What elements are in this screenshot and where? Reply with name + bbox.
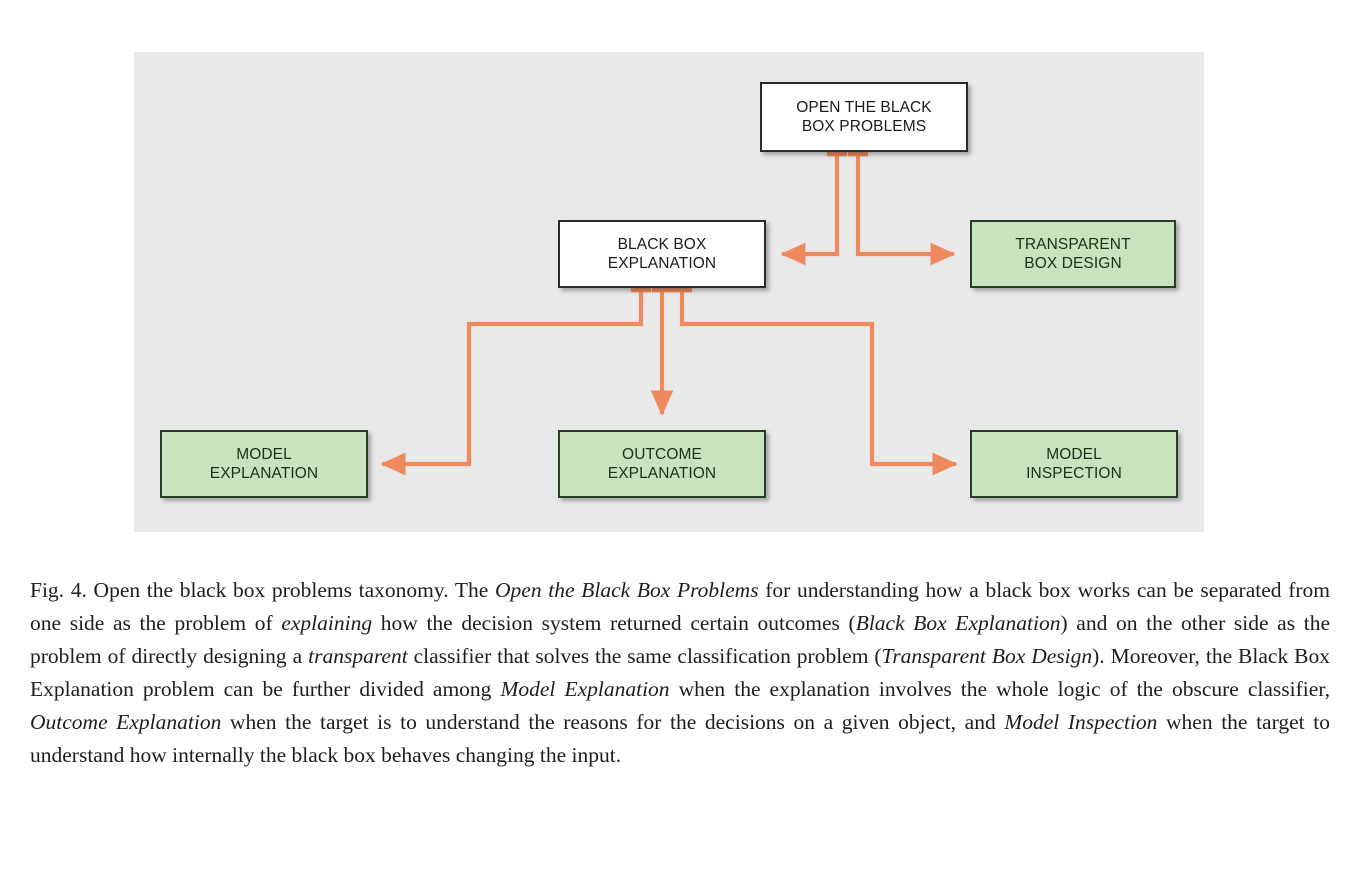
caption-em-7: Outcome Explanation bbox=[30, 709, 222, 734]
caption-text-4: ) and on the other side as the problem o… bbox=[30, 610, 1331, 668]
node-transparent-box-design: TRANSPARENT BOX DESIGN bbox=[970, 220, 1176, 288]
caption-text-3: how the decision system returned certain… bbox=[372, 610, 856, 635]
node-label-line2: INSPECTION bbox=[1026, 465, 1122, 482]
caption-text-2: for understanding how a black box works … bbox=[30, 577, 1330, 635]
figure-panel: OPEN THE BLACK BOX PROBLEMS BLACK BOX EX… bbox=[134, 52, 1204, 532]
caption-em-3: Black Box Explanation bbox=[855, 610, 1061, 635]
node-label-line1: OPEN THE BLACK bbox=[796, 99, 932, 116]
node-black-box-explanation: BLACK BOX EXPLANATION bbox=[558, 220, 766, 288]
node-label-line2: BOX PROBLEMS bbox=[801, 118, 927, 135]
node-model-explanation: MODEL EXPLANATION bbox=[160, 430, 368, 498]
node-model-inspection: MODEL INSPECTION bbox=[970, 430, 1178, 498]
edge-open-to-transparent-box-design bbox=[858, 153, 954, 254]
caption-text-5: classifier that solves the same classifi… bbox=[407, 643, 882, 668]
edge-bbe-to-model-explanation bbox=[382, 289, 641, 464]
edge-open-to-black-box-explanation bbox=[782, 153, 837, 254]
caption-em-2: explaining bbox=[281, 610, 373, 635]
caption-em-6: Model Explanation bbox=[500, 676, 670, 701]
caption-em-5: Transparent Box Design bbox=[881, 643, 1093, 668]
caption-text-7: when the explanation involves the whole … bbox=[669, 676, 1330, 701]
caption-text-8: when the target is to understand the rea… bbox=[221, 709, 1005, 734]
caption-em-1: Open the Black Box Problems bbox=[495, 577, 759, 602]
node-label-line1: MODEL bbox=[236, 446, 292, 463]
figure-caption: Fig. 4. Open the black box problems taxo… bbox=[30, 574, 1330, 772]
node-label-line2: EXPLANATION bbox=[209, 465, 319, 482]
node-label-line1: OUTCOME bbox=[622, 446, 702, 463]
caption-text-9: when the target to understand how intern… bbox=[30, 709, 1330, 767]
caption-em-4: transparent bbox=[308, 643, 408, 668]
caption-text-6: ). Moreover, the Black Box Explanation p… bbox=[30, 643, 1330, 701]
node-outcome-explanation: OUTCOME EXPLANATION bbox=[558, 430, 766, 498]
node-label-line1: TRANSPARENT bbox=[1015, 236, 1131, 253]
node-label-line2: EXPLANATION bbox=[607, 465, 717, 482]
caption-em-8: Model Inspection bbox=[1004, 709, 1158, 734]
node-open-the-black-box-problems: OPEN THE BLACK BOX PROBLEMS bbox=[760, 82, 968, 152]
connector-arrows bbox=[134, 52, 1204, 532]
node-label-line1: MODEL bbox=[1046, 446, 1102, 463]
node-label-line2: EXPLANATION bbox=[607, 255, 717, 272]
caption-text-1: Open the black box problems taxonomy. Th… bbox=[86, 577, 496, 602]
node-label-line1: BLACK BOX bbox=[617, 236, 707, 253]
caption-label: Fig. 4. bbox=[30, 577, 87, 602]
edge-bbe-to-model-inspection bbox=[682, 289, 956, 464]
node-label-line2: BOX DESIGN bbox=[1024, 255, 1122, 272]
